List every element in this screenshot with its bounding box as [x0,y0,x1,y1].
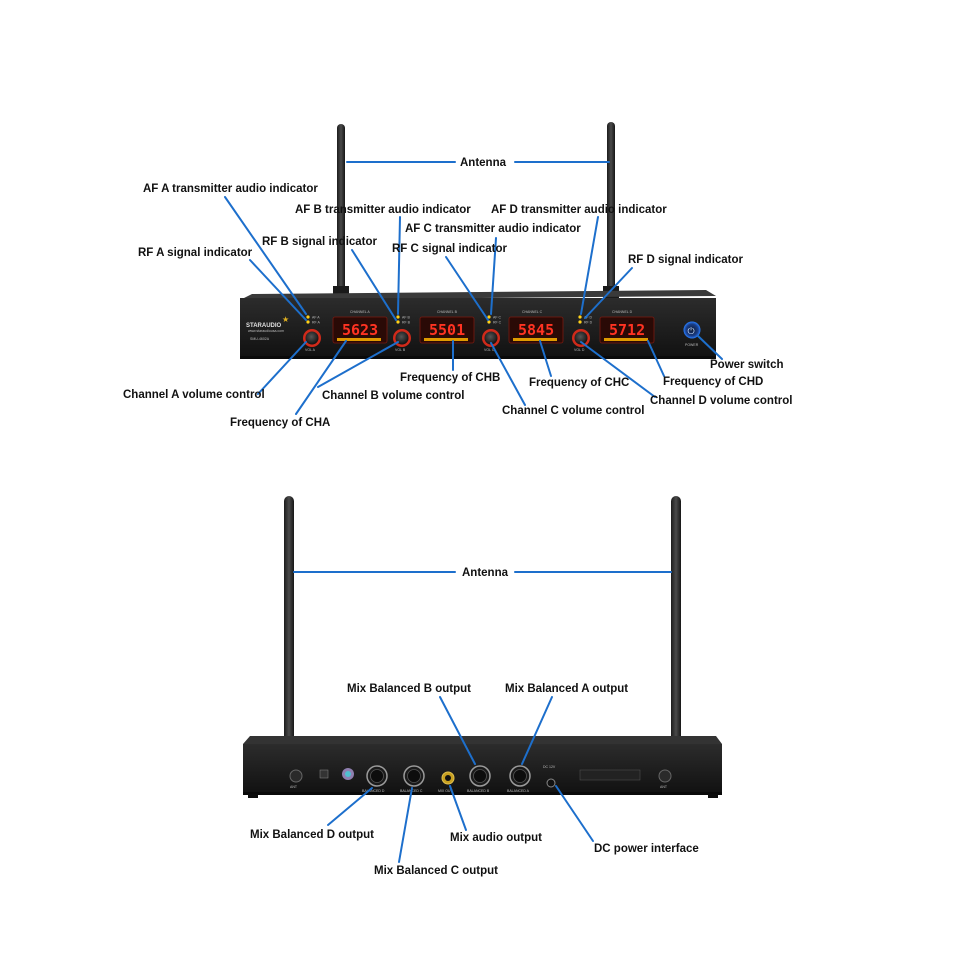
svg-text:ANT: ANT [660,785,668,789]
label-vol-d: Channel D volume control [650,395,793,407]
brand-logo: STARAUDIO [246,323,282,329]
rear-leader-lines [293,571,672,863]
rf-c-led [487,320,491,324]
label-mix-d: Mix Balanced D output [250,829,374,841]
svg-text:VOL D: VOL D [574,348,585,352]
rear-view: ANT ANT DC 12V [243,496,722,877]
label-af-c: AF C transmitter audio indicator [405,223,581,235]
rear-chassis-top [243,736,722,744]
svg-text:VOL C: VOL C [484,348,495,352]
label-freq-b: Frequency of CHB [400,372,500,384]
frequency-display-b: 5501 [429,321,465,339]
brand-url: www.staraudiousa.com [248,329,284,333]
svg-text:POWER: POWER [685,343,699,347]
display-c [508,316,564,344]
front-view: STARAUDIO www.staraudiousa.com SMU-4602A… [123,122,793,429]
front-chassis-top [240,290,716,300]
xlr-balanced-a[interactable] [509,765,531,787]
label-mix-a: Mix Balanced A output [505,683,628,695]
frequency-display-d: 5712 [609,321,645,339]
rear-antenna-right [671,496,681,760]
label-freq-a: Frequency of CHA [230,417,330,429]
label-mix-audio: Mix audio output [450,832,542,844]
ant-connector-left[interactable] [289,769,303,783]
label-freq-d: Frequency of CHD [663,376,763,388]
power-icon: ⏻ [688,326,695,337]
label-af-b: AF B transmitter audio indicator [295,204,471,216]
xlr-balanced-d[interactable] [366,765,388,787]
rf-b-led [396,320,400,324]
svg-text:AF C: AF C [493,316,501,320]
svg-text:CHANNEL C: CHANNEL C [522,310,543,314]
label-vol-a: Channel A volume control [123,389,265,401]
label-vol-b: Channel B volume control [322,390,465,402]
label-antenna-rear: Antenna [462,567,509,579]
channel-b: AF B RF B VOL B CHANNEL B 5501 [393,310,475,352]
ant-connector-right[interactable] [658,769,672,783]
svg-text:VOL B: VOL B [395,348,406,352]
svg-text:RF C: RF C [493,321,502,325]
svg-text:MIX OUT: MIX OUT [438,789,453,793]
label-af-d: AF D transmitter audio indicator [491,204,667,216]
label-rf-b: RF B signal indicator [262,236,378,248]
label-rf-d: RF D signal indicator [628,254,744,266]
label-antenna-front: Antenna [460,157,507,169]
display-b [419,316,475,344]
label-mix-c: Mix Balanced C output [374,865,498,877]
svg-text:AF A: AF A [312,316,320,320]
af-c-led [487,315,491,319]
label-power: Power switch [710,359,784,371]
channel-d: AF D RF D VOL D CHANNEL D 5712 [572,310,655,352]
svg-text:VOL A: VOL A [305,348,316,352]
svg-text:BALANCED A: BALANCED A [507,789,530,793]
svg-text:BALANCED D: BALANCED D [362,789,385,793]
label-vol-c: Channel C volume control [502,405,645,417]
channel-a: AF A RF A VOL A CHANNEL A 5623 [303,310,388,352]
svg-text:DC 12V: DC 12V [543,765,556,769]
af-d-led [578,315,582,319]
svg-text:AF B: AF B [402,316,410,320]
label-mix-b: Mix Balanced B output [347,683,471,695]
svg-text:RF A: RF A [312,321,320,325]
rear-antenna-left [284,496,294,760]
display-d [599,316,655,344]
mix-audio-jack[interactable] [441,771,455,785]
label-dc: DC power interface [594,843,699,855]
rf-a-led [306,320,310,324]
front-leader-lines [224,161,723,415]
svg-text:CHANNEL A: CHANNEL A [350,310,370,314]
svg-text:RF B: RF B [402,321,411,325]
frequency-display-a: 5623 [342,321,378,339]
af-a-led [306,315,310,319]
svg-text:CHANNEL B: CHANNEL B [437,310,458,314]
svg-text:AF D: AF D [584,316,592,320]
xlr-balanced-b[interactable] [469,765,491,787]
dc-power-jack[interactable] [546,778,556,788]
svg-text:RF D: RF D [584,321,593,325]
svg-text:CHANNEL D: CHANNEL D [612,310,633,314]
label-rf-a: RF A signal indicator [138,247,253,259]
label-freq-c: Frequency of CHC [529,377,629,389]
frequency-display-c: 5845 [518,321,554,339]
svg-text:ANT: ANT [290,785,298,789]
channel-c: AF C RF C VOL C CHANNEL C 5845 [482,310,564,352]
power-button[interactable]: ⏻ [683,321,701,339]
af-b-led [396,315,400,319]
svg-text:BALANCED B: BALANCED B [467,789,490,793]
xlr-balanced-c[interactable] [403,765,425,787]
brand-star-icon: ★ [282,315,289,324]
display-a [332,316,388,344]
model-number: SMU-4602A [250,337,270,341]
label-rf-c: RF C signal indicator [392,243,508,255]
rf-d-led [578,320,582,324]
label-af-a: AF A transmitter audio indicator [143,183,318,195]
